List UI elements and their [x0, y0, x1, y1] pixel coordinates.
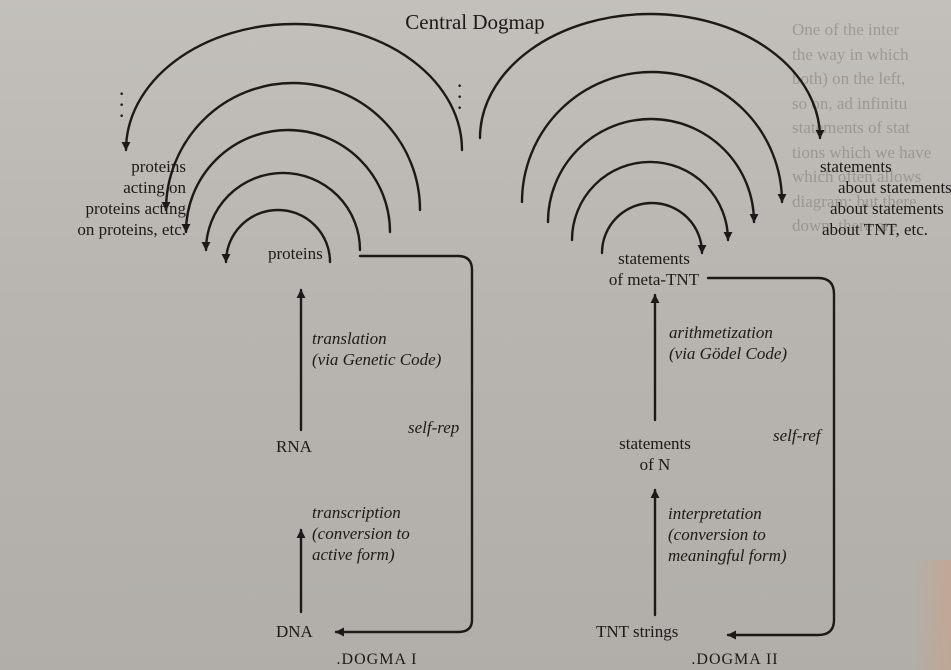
- bleed-line: One of the inter: [792, 20, 900, 39]
- left-arch-1: [221, 208, 332, 264]
- left-caption: .DOGMA I: [336, 651, 418, 668]
- left-arch-2: [201, 171, 362, 252]
- bleed-line: which often allows: [792, 167, 922, 186]
- right-upper-line: arithmetization: [669, 323, 773, 342]
- left-arch-3: [181, 128, 392, 234]
- right-arch-3: [546, 117, 759, 224]
- right-arch-2: [570, 160, 733, 242]
- left-arch-4: [161, 81, 422, 212]
- left-lower-line: active form): [312, 545, 395, 564]
- right-outer-label: statements about statements about statem…: [820, 156, 951, 240]
- bleed-line: both) on the left,: [792, 69, 906, 88]
- right-middle-line: of N: [639, 455, 671, 474]
- right-outer-line: about statements: [838, 178, 951, 197]
- left-middle-node: RNA: [276, 437, 312, 456]
- left-ellipsis: · · ·: [118, 81, 126, 128]
- right-arch-4: [520, 70, 787, 204]
- right-bottom-node: TNT strings: [596, 622, 679, 641]
- left-upper-line: translation: [312, 329, 387, 348]
- diagram-title: Central Dogmap: [405, 10, 545, 34]
- right-lower-line: interpretation: [668, 504, 762, 523]
- right-lower-line: (conversion to: [668, 525, 766, 544]
- left-outer-line: proteins: [131, 157, 186, 176]
- right-middle-line: statements: [619, 434, 691, 453]
- right-top-node: statements of meta-TNT: [594, 248, 714, 290]
- right-top-line: statements: [618, 249, 690, 268]
- bleed-line: down, there are: [792, 216, 898, 235]
- left-arch-5: [121, 22, 464, 152]
- left-self-rep-loop: [334, 254, 474, 637]
- bleed-line: the way in which: [792, 44, 909, 64]
- right-outer-line: statements: [820, 157, 892, 176]
- right-outer-line: about TNT, etc.: [822, 220, 929, 239]
- left-top-node: proteins: [268, 244, 323, 263]
- bleed-through-text: One of the inter the way in which both) …: [792, 18, 942, 239]
- right-middle-node: statements of N: [600, 433, 710, 475]
- left-bottom-node: DNA: [276, 622, 313, 641]
- left-outer-line: proteins acting: [85, 199, 186, 218]
- bleed-line: diagram: but there: [792, 191, 917, 211]
- left-self-loop-label: self-rep: [408, 418, 460, 437]
- right-lower-line: meaningful form): [668, 546, 787, 565]
- right-top-line: of meta-TNT: [608, 270, 700, 289]
- right-arch-1: [600, 201, 707, 255]
- left-lower-line: (conversion to: [312, 524, 410, 543]
- bleed-line: tions which we have: [792, 142, 932, 162]
- right-upper-line: (via Gödel Code): [669, 344, 788, 363]
- left-upper-line: (via Genetic Code): [312, 350, 442, 369]
- right-lower-process: interpretation (conversion to meaningful…: [668, 503, 787, 566]
- right-ellipsis: · · ·: [456, 73, 464, 120]
- bleed-line: so on, ad infinitu: [792, 93, 908, 113]
- right-self-loop-label: self-ref: [773, 426, 821, 445]
- right-upper-process: arithmetization (via Gödel Code): [669, 322, 787, 364]
- right-arch-5: [478, 12, 825, 140]
- left-outer-label: proteins acting on proteins acting on pr…: [20, 156, 186, 240]
- right-self-ref-loop: [706, 276, 836, 640]
- left-outer-line: acting on: [123, 178, 186, 197]
- left-outer-line: on proteins, etc.: [77, 220, 186, 239]
- left-upper-process: translation (via Genetic Code): [312, 328, 441, 370]
- left-lower-process: transcription (conversion to active form…: [312, 502, 410, 565]
- right-outer-line: about statements: [830, 199, 944, 218]
- right-caption: .DOGMA II: [691, 651, 779, 668]
- left-lower-line: transcription: [312, 503, 401, 522]
- page-corner-shade: [911, 560, 951, 670]
